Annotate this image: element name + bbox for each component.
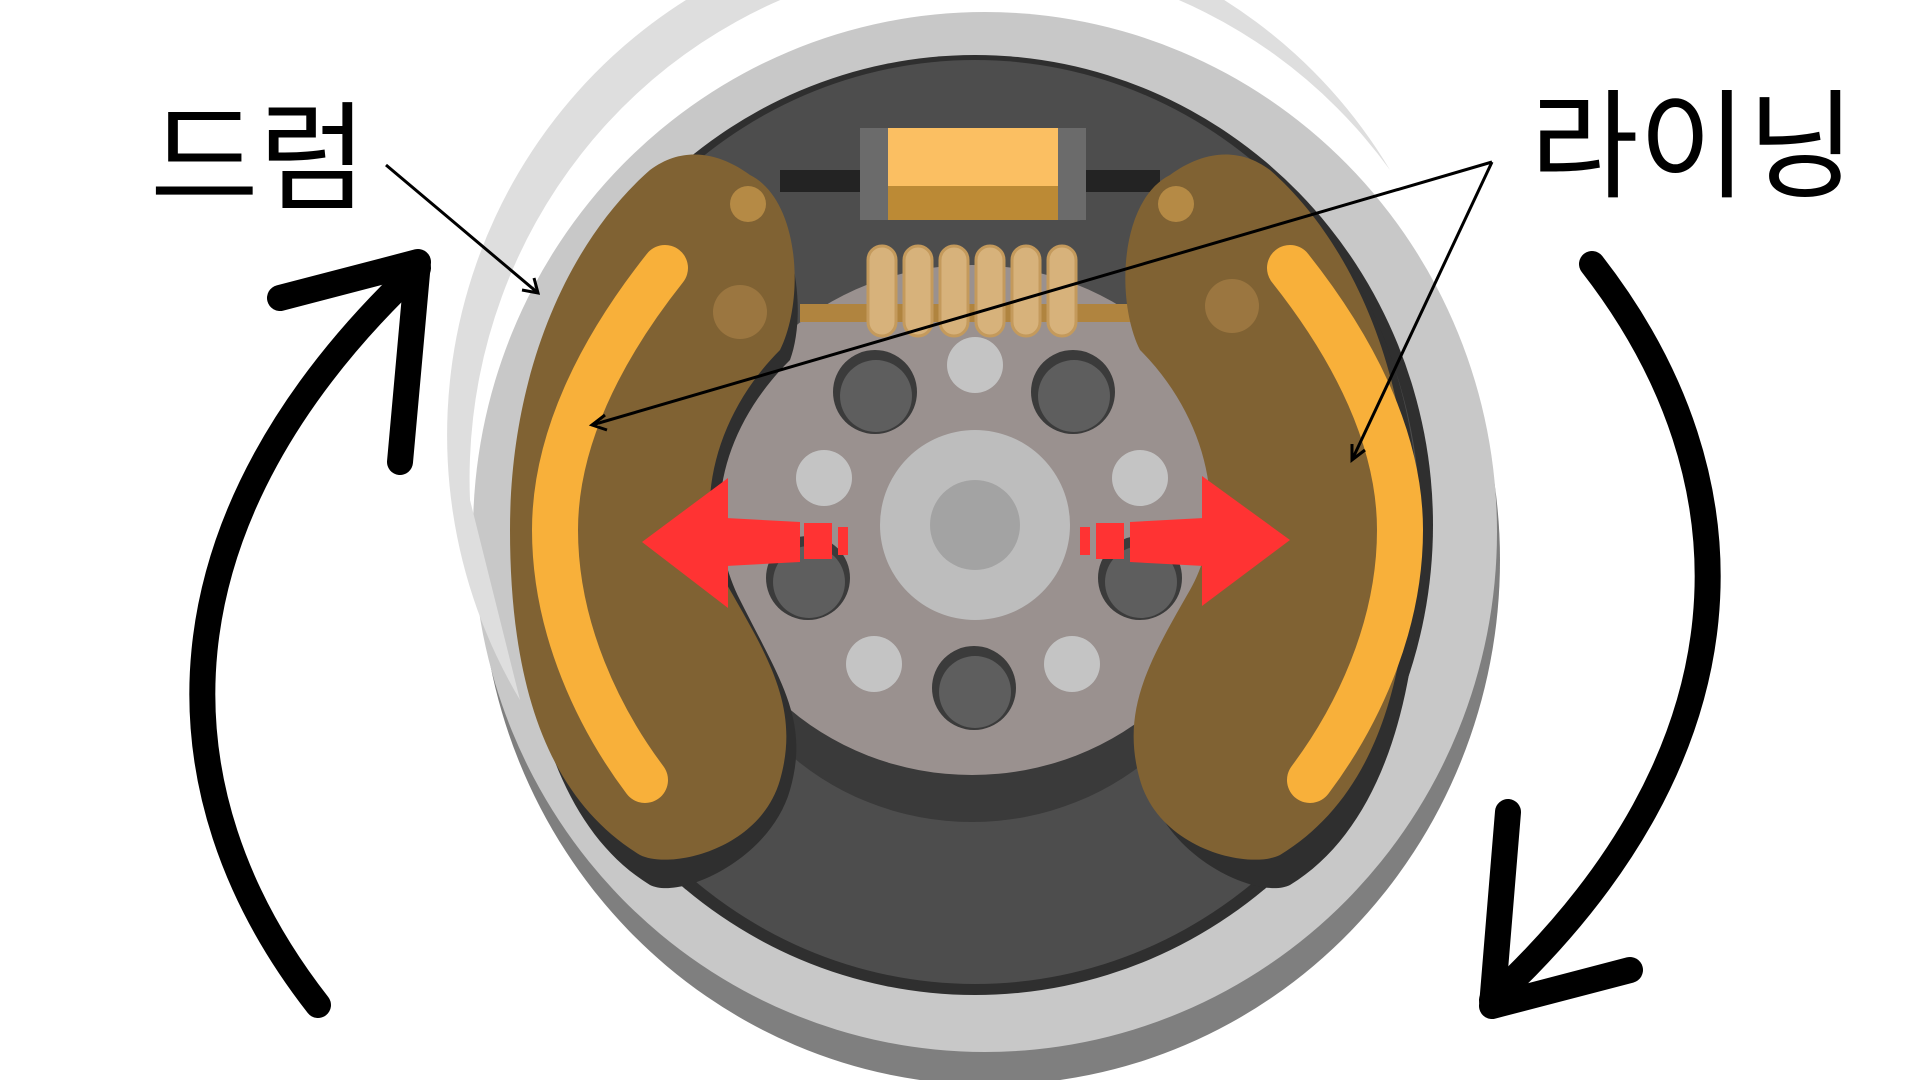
lining-callout-line-left <box>591 160 1493 427</box>
rivet <box>796 450 852 506</box>
right-arrow-dash <box>1096 523 1124 559</box>
shoe-pin <box>1205 279 1259 333</box>
wheel-cylinder-bottom <box>888 186 1058 220</box>
drum-outer-highlight <box>447 0 1390 700</box>
drum-label: 드럼 <box>150 90 367 228</box>
bolt-hole <box>1105 546 1177 618</box>
drum-callout-line <box>385 163 539 295</box>
counterclockwise-arrow-icon <box>189 249 431 1018</box>
return-spring <box>866 244 1078 338</box>
shoe-pin <box>730 186 766 222</box>
lining-callout-head-left <box>588 413 608 432</box>
right-expansion-arrow-icon <box>1080 476 1290 606</box>
bolt-hole <box>939 656 1011 728</box>
right-arrow-dash <box>1080 527 1090 555</box>
left-arrow-shaft <box>726 518 800 566</box>
bolt-hole <box>773 546 845 618</box>
right-arrow-shaft <box>1130 518 1204 566</box>
left-arrow-dash <box>804 523 832 559</box>
left-rotation-arc <box>189 255 431 1018</box>
rivet <box>947 337 1003 393</box>
spring-coil <box>1010 244 1042 338</box>
left-arrow-head <box>642 478 728 608</box>
hub-assembly <box>766 337 1182 730</box>
rivet <box>1112 450 1168 506</box>
right-lining <box>1267 245 1424 803</box>
left-arrow-dash <box>838 527 848 555</box>
shoe-pin <box>713 285 767 339</box>
lining-callout-head-right <box>1350 444 1366 464</box>
shoe-pin <box>1158 186 1194 222</box>
spring-coil <box>902 244 934 338</box>
left-rotation-head <box>267 249 431 475</box>
drum-callout-head <box>521 277 541 295</box>
right-rotation-head <box>1479 799 1643 1019</box>
left-lining <box>531 245 688 803</box>
left-expansion-arrow-icon <box>642 478 848 608</box>
bolt-hole <box>1038 360 1110 432</box>
hub-center <box>930 480 1020 570</box>
bolt-hole <box>840 360 912 432</box>
rivet <box>1044 636 1100 692</box>
wheel-cylinder-assembly <box>780 128 1160 338</box>
spring-coil <box>938 244 970 338</box>
rivet <box>846 636 902 692</box>
right-rotation-arc <box>1479 251 1721 1013</box>
wheel-cylinder-top <box>888 128 1058 188</box>
lining-label: 라이닝 <box>1530 78 1856 216</box>
spring-coil <box>866 244 898 338</box>
spring-coil <box>974 244 1006 338</box>
right-arrow-head <box>1202 476 1290 606</box>
clockwise-arrow-icon <box>1479 251 1721 1019</box>
callout-lines <box>385 160 1494 464</box>
lining-callout-line-right <box>1350 161 1494 461</box>
